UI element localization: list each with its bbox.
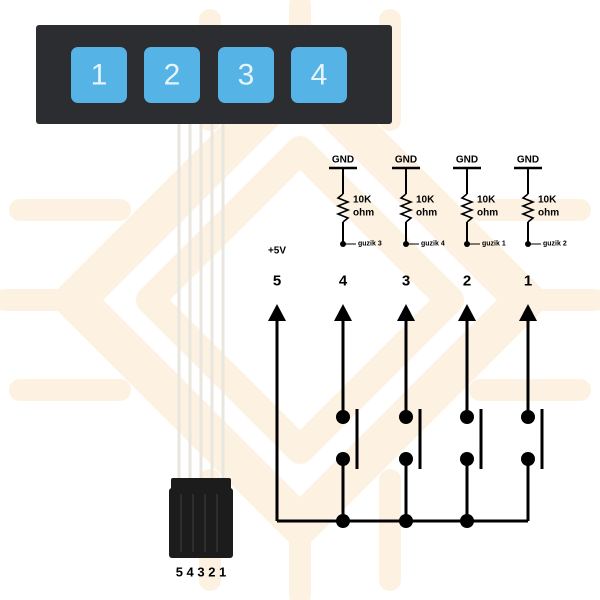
signal-label: guzik 3: [358, 241, 382, 248]
pin-number-label: 2: [463, 273, 471, 290]
keypad-membrane: 1 2 3 4: [36, 25, 392, 124]
connector-housing: [169, 488, 233, 558]
pin-number-label: 3: [402, 273, 410, 290]
ground-label: GND: [517, 155, 539, 166]
pull-down-resistor: [335, 193, 351, 223]
ground-label: GND: [332, 155, 354, 166]
pin-arrow: [334, 304, 352, 321]
switch-channel: GND 10K ohm guzik 2 1: [514, 155, 567, 521]
switch-contact: [399, 410, 413, 424]
connector-pin-numbers: 5 4 3 2 1: [176, 565, 227, 580]
switch-channel: GND 10K ohm guzik 3 4: [329, 155, 382, 521]
switch-schematic: +5V 5 GND 10K ohm guzik 3 4: [268, 155, 567, 528]
resistor-value: 10K: [538, 195, 557, 206]
key-label: 4: [311, 59, 328, 92]
switch-contact: [521, 410, 535, 424]
key-face[interactable]: [291, 47, 347, 103]
resistor-unit: ohm: [477, 208, 498, 219]
pin-number-label: 4: [339, 273, 348, 290]
pin-connector: 5 4 3 2 1: [169, 478, 233, 580]
key-label: 1: [91, 59, 108, 92]
pin-number-label: 5: [273, 273, 281, 290]
resistor-value: 10K: [477, 195, 496, 206]
switch-contact: [336, 410, 350, 424]
supply-voltage-label: +5V: [268, 246, 286, 257]
pull-down-resistor: [520, 193, 536, 223]
switch-channel: GND 10K ohm guzik 4 3: [392, 155, 445, 521]
resistor-unit: ohm: [538, 208, 559, 219]
pin-arrow: [458, 304, 476, 321]
pin-number-label: 1: [524, 273, 532, 290]
ground-label: GND: [395, 155, 417, 166]
key-face[interactable]: [218, 47, 274, 103]
key-face[interactable]: [71, 47, 127, 103]
pin-arrow: [397, 304, 415, 321]
signal-label: guzik 4: [421, 241, 445, 248]
resistor-value: 10K: [416, 195, 435, 206]
switch-channel: GND 10K ohm guzik 1 2: [453, 155, 506, 521]
keypad-key[interactable]: 4: [291, 47, 347, 103]
pin-arrow: [268, 304, 286, 321]
resistor-unit: ohm: [416, 208, 437, 219]
connector-slots: [180, 494, 218, 552]
keypad-key[interactable]: 3: [218, 47, 274, 103]
pin-arrow: [519, 304, 537, 321]
ground-label: GND: [456, 155, 478, 166]
key-label: 2: [164, 59, 181, 92]
connector-top: [171, 478, 231, 490]
ribbon-cable: [177, 124, 225, 482]
key-label: 3: [238, 59, 255, 92]
switch-contact: [460, 410, 474, 424]
keypad-key[interactable]: 1: [71, 47, 127, 103]
signal-label: guzik 1: [482, 241, 506, 248]
signal-label: guzik 2: [543, 241, 567, 248]
resistor-unit: ohm: [353, 208, 374, 219]
key-face[interactable]: [144, 47, 200, 103]
resistor-value: 10K: [353, 195, 372, 206]
keypad-key[interactable]: 2: [144, 47, 200, 103]
pull-down-resistor: [459, 193, 475, 223]
pull-down-resistor: [398, 193, 414, 223]
